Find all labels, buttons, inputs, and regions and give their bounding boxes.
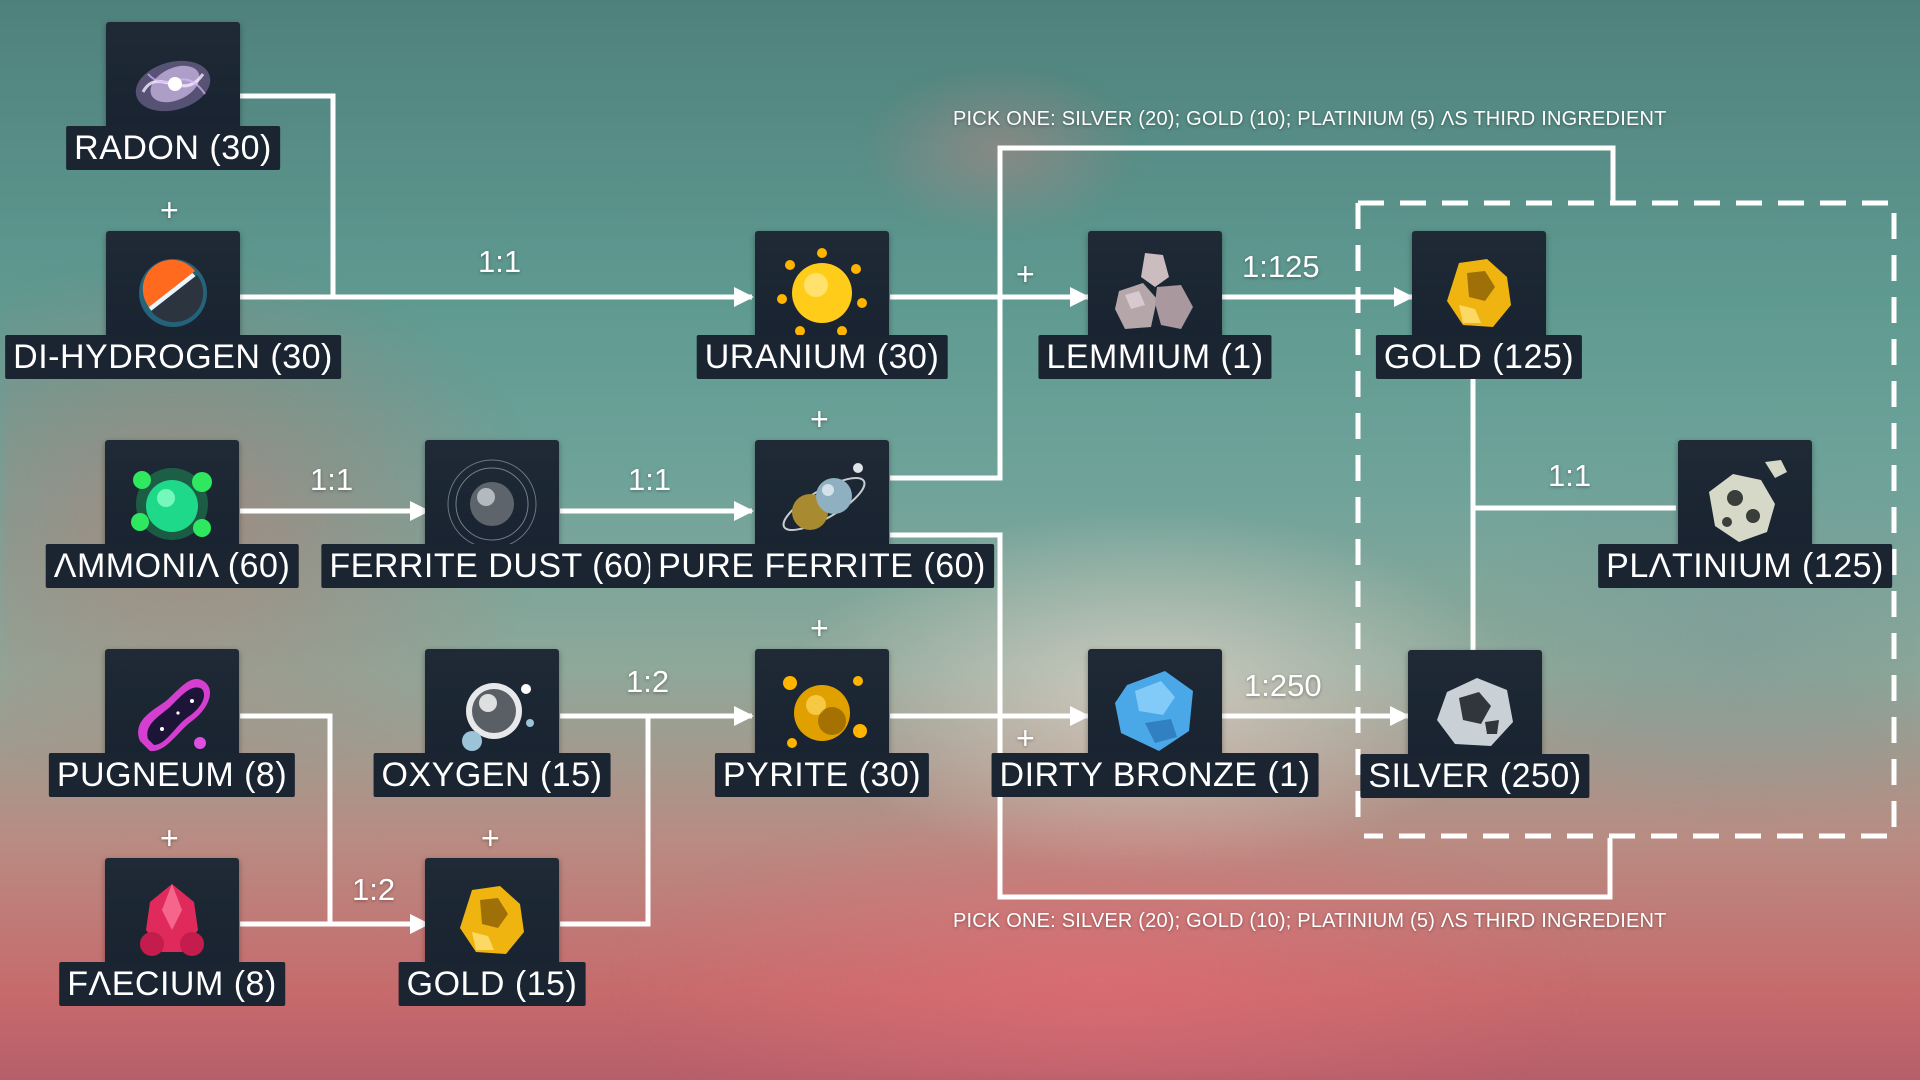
plus-sign: + <box>481 822 500 854</box>
ammonia-icon <box>122 452 222 552</box>
oxygen-icon <box>442 661 542 761</box>
dihydrogen-icon <box>123 243 223 343</box>
uranium-icon <box>772 243 872 343</box>
silver-icon <box>1425 662 1525 762</box>
platinium-icon <box>1695 452 1795 552</box>
node-label: ΛMMONIΛ (60) <box>46 544 299 588</box>
node-label: GOLD (15) <box>399 962 586 1006</box>
link-gold-pyrite <box>560 716 648 924</box>
node-silver[interactable]: SILVER (250) <box>1405 650 1545 790</box>
node-label: PURE FERRITE (60) <box>650 544 994 588</box>
node-label: GOLD (125) <box>1376 335 1582 379</box>
node-label: PYRITE (30) <box>715 753 929 797</box>
node-pyrite[interactable]: PYRITE (30) <box>752 649 892 789</box>
ratio-lemmium-gold: 1:125 <box>1242 249 1320 285</box>
node-oxygen[interactable]: OXYGEN (15) <box>422 649 562 789</box>
ratio-oxygen-pyrite: 1:2 <box>626 664 669 700</box>
node-label: RADON (30) <box>66 126 280 170</box>
node-lemmium[interactable]: LEMMIUM (1) <box>1085 231 1225 371</box>
node-pugneum[interactable]: PUGNEUM (8) <box>102 649 242 789</box>
ratio-bronze-silver: 1:250 <box>1244 668 1322 704</box>
node-label: OXYGEN (15) <box>374 753 611 797</box>
lemmium-icon <box>1105 243 1205 343</box>
plus-sign: + <box>1016 722 1035 754</box>
dirty-bronze-icon <box>1105 661 1205 761</box>
node-platinium[interactable]: PLΛTINIUM (125) <box>1675 440 1815 580</box>
ferrite-dust-icon <box>442 452 542 552</box>
node-uranium[interactable]: URANIUM (30) <box>752 231 892 371</box>
node-gold-125[interactable]: GOLD (125) <box>1409 231 1549 371</box>
plus-sign: + <box>810 612 829 644</box>
ratio-ammonia-ferrite: 1:1 <box>310 462 353 498</box>
ratio-ferrite-pure: 1:1 <box>628 462 671 498</box>
ratio-faecium-gold: 1:2 <box>352 872 395 908</box>
node-faecium[interactable]: FΛECIUM (8) <box>102 858 242 998</box>
note-top: PICK ONE: SILVER (20); GOLD (10); PLATIN… <box>953 108 1667 131</box>
node-label: URANIUM (30) <box>697 335 948 379</box>
gold-nugget-icon <box>1429 243 1529 343</box>
node-radon[interactable]: RADON (30) <box>103 22 243 162</box>
node-label: FERRITE DUST (60) <box>321 544 662 588</box>
plus-sign: + <box>810 403 829 435</box>
node-label: SILVER (250) <box>1360 754 1589 798</box>
node-label: LEMMIUM (1) <box>1038 335 1271 379</box>
radon-icon <box>123 34 223 134</box>
plus-sign: + <box>160 194 179 226</box>
faecium-icon <box>122 870 222 970</box>
gold-nugget-icon <box>442 870 542 970</box>
node-dirty-bronze[interactable]: DIRTY BRONZE (1) <box>1085 649 1225 789</box>
node-ferrite-dust[interactable]: FERRITE DUST (60) <box>422 440 562 580</box>
note-bottom: PICK ONE: SILVER (20); GOLD (10); PLATIN… <box>953 910 1667 933</box>
pyrite-icon <box>772 661 872 761</box>
node-dihydrogen[interactable]: DI-HYDROGEN (30) <box>103 231 243 371</box>
pugneum-icon <box>122 661 222 761</box>
pure-ferrite-icon <box>772 452 872 552</box>
ratio-radon-dihydrogen-uranium: 1:1 <box>478 244 521 280</box>
node-label: PUGNEUM (8) <box>49 753 295 797</box>
node-label: FΛECIUM (8) <box>59 962 285 1006</box>
ratio-gold-platinium: 1:1 <box>1548 458 1591 494</box>
plus-sign: + <box>160 822 179 854</box>
plus-sign: + <box>1016 258 1035 290</box>
node-label: DI-HYDROGEN (30) <box>5 335 341 379</box>
node-pure-ferrite[interactable]: PURE FERRITE (60) <box>752 440 892 580</box>
node-label: PLΛTINIUM (125) <box>1598 544 1892 588</box>
node-ammonia[interactable]: ΛMMONIΛ (60) <box>102 440 242 580</box>
node-gold-15[interactable]: GOLD (15) <box>422 858 562 998</box>
link-pugneum <box>240 716 330 924</box>
node-label: DIRTY BRONZE (1) <box>992 753 1319 797</box>
